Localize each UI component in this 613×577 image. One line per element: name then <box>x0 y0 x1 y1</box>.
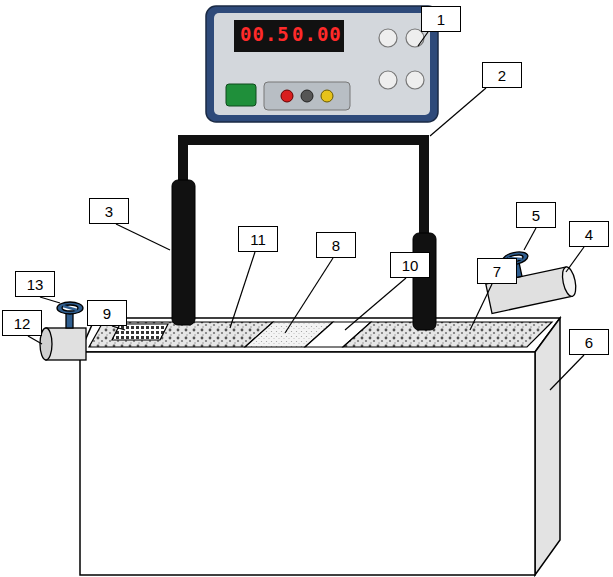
callout-box: 7 <box>477 258 517 284</box>
compartments <box>89 322 552 347</box>
callout-box: 8 <box>316 232 356 258</box>
callout-number: 7 <box>493 263 501 280</box>
callout-number: 3 <box>105 203 113 220</box>
callout-number: 8 <box>332 237 340 254</box>
callout-number: 5 <box>532 207 540 224</box>
inlet-pipe <box>40 302 86 360</box>
display-readout: 00.5 <box>240 23 290 45</box>
callout-number: 10 <box>402 257 419 274</box>
callout-number: 4 <box>585 226 593 243</box>
callout-number: 13 <box>27 276 44 293</box>
callout-box: 13 <box>15 271 55 297</box>
callout-number: 11 <box>250 231 266 248</box>
callout-number: 2 <box>498 67 506 84</box>
callout-number: 12 <box>14 315 31 332</box>
basket <box>112 324 168 340</box>
leader-lines <box>28 32 584 390</box>
outlet-pipe <box>481 241 579 313</box>
wire <box>183 140 424 240</box>
callout-box: 1 <box>421 6 461 32</box>
callout-box: 2 <box>482 62 522 88</box>
power-supply <box>206 6 438 122</box>
tank <box>80 318 560 575</box>
callout-box: 11 <box>238 226 278 252</box>
callout-box: 4 <box>569 221 609 247</box>
electrodes <box>172 180 436 330</box>
callout-box: 10 <box>390 252 430 278</box>
callout-box: 3 <box>89 198 129 224</box>
callout-box: 9 <box>87 300 127 326</box>
callout-number: 6 <box>585 334 593 351</box>
callout-number: 1 <box>437 11 445 28</box>
callout-box: 12 <box>2 310 42 336</box>
callout-box: 5 <box>516 202 556 228</box>
callout-box: 6 <box>569 329 609 355</box>
display-readout: 0.00 <box>292 23 342 45</box>
callout-number: 9 <box>103 305 111 322</box>
